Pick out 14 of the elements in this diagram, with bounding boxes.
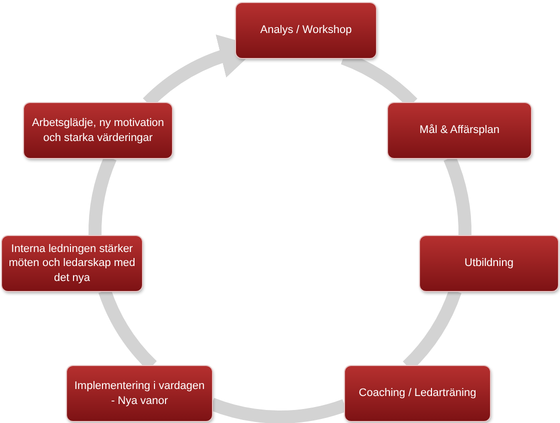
step-label: Coaching / Ledarträning	[358, 386, 476, 401]
step-box	[236, 3, 376, 58]
step-box	[67, 366, 212, 421]
step-box	[388, 103, 531, 158]
step-label: Analys / Workshop	[260, 23, 352, 38]
step-label: Implementering i vardagen - Nya vanor	[73, 379, 206, 408]
step-label: Arbetsglädje, ny motivation och starka värderingar	[30, 116, 166, 145]
step-box	[345, 366, 490, 421]
step-box	[420, 236, 558, 291]
step-box	[2, 236, 142, 291]
step-label: Utbildning	[464, 256, 514, 271]
step-box	[24, 103, 172, 158]
step-label: Interna ledningen stärker möten och ledarskap med det nya	[8, 242, 136, 285]
step-label: Mål & Affärsplan	[420, 123, 500, 138]
